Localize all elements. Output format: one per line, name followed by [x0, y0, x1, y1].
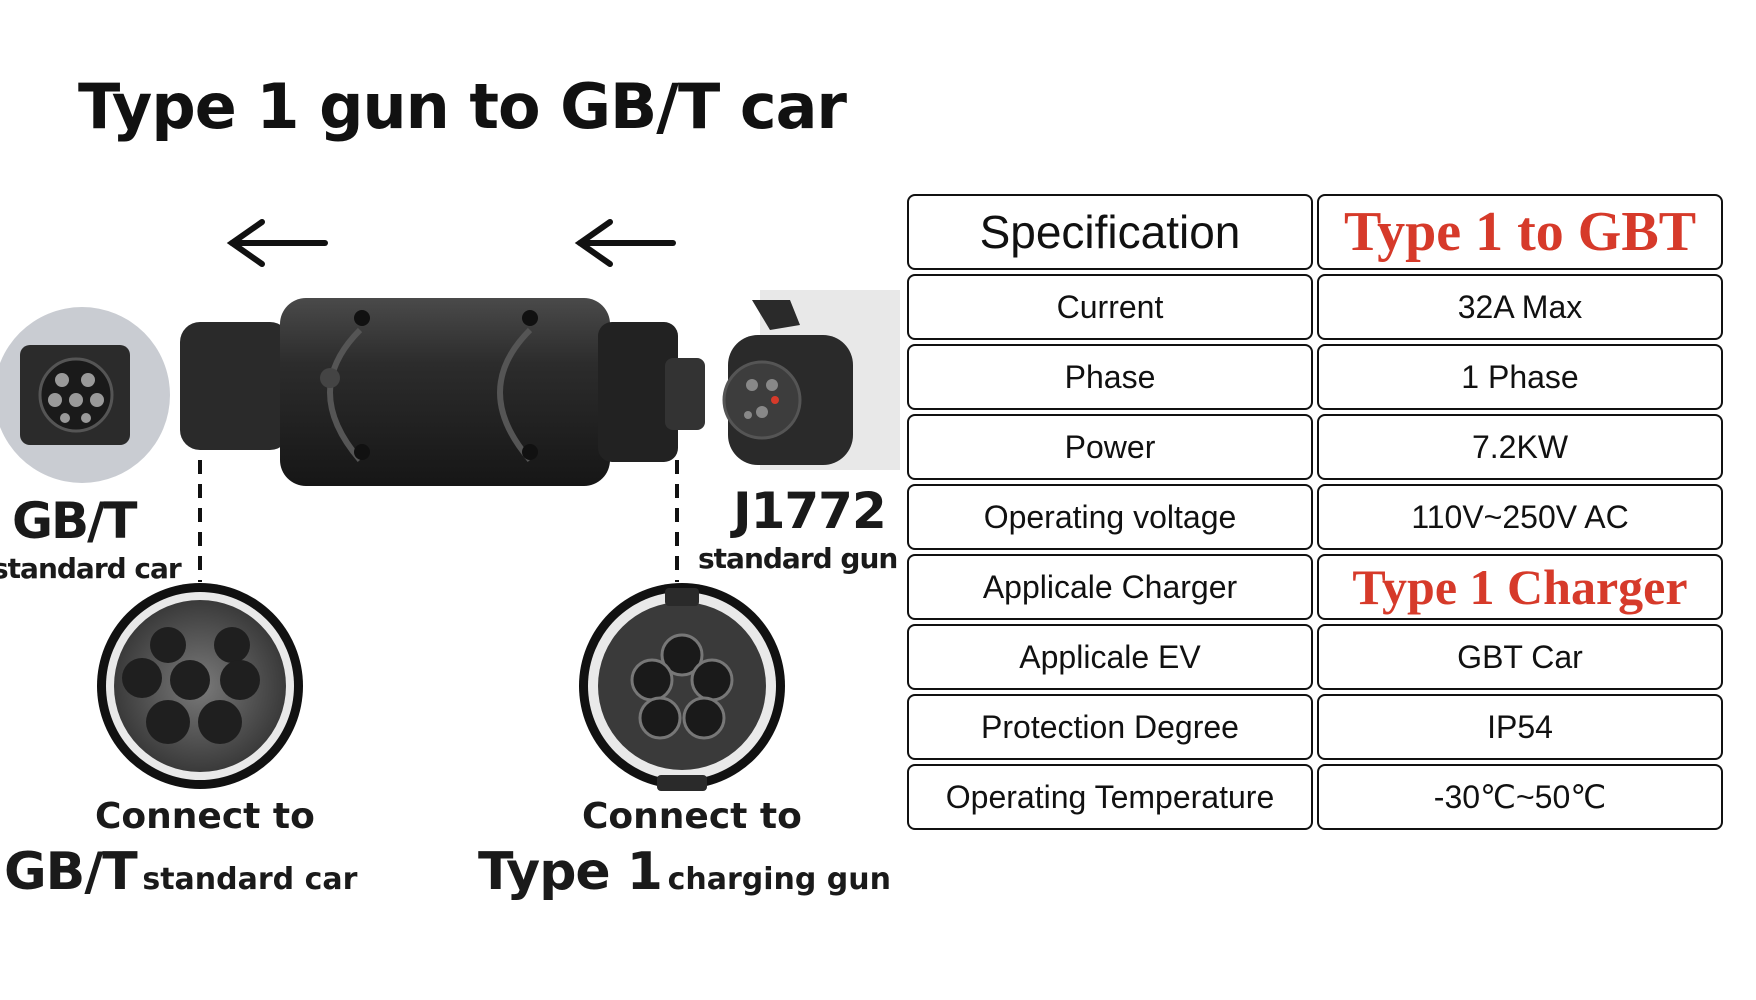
connect-left-line2: GB/T standard car — [4, 842, 357, 902]
spec-header-row: Specification Type 1 to GBT — [907, 194, 1723, 270]
spec-key: Applicale EV — [907, 624, 1313, 690]
adapter-body — [180, 298, 705, 486]
spec-value: 1 Phase — [1317, 344, 1723, 410]
type1-plug-face-image — [579, 583, 785, 791]
connect-left-line1: Connect to — [95, 796, 315, 837]
spec-header-key: Specification — [907, 194, 1313, 270]
spec-key: Operating Temperature — [907, 764, 1313, 830]
arrow-left-icon — [226, 219, 328, 267]
connect-left-small: standard car — [142, 862, 358, 897]
gbt-plug-face-image — [97, 583, 303, 789]
spec-value: GBT Car — [1317, 624, 1723, 690]
j1772-gun-image — [722, 290, 900, 470]
gbt-label: GB/T — [12, 492, 138, 550]
connect-right-line2: Type 1 charging gun — [478, 842, 891, 902]
spec-value: IP54 — [1317, 694, 1723, 760]
table-row: Protection Degree IP54 — [907, 694, 1723, 760]
table-row: Operating voltage 110V~250V AC — [907, 484, 1723, 550]
spec-value: -30℃~50℃ — [1317, 764, 1723, 830]
table-row: Phase 1 Phase — [907, 344, 1723, 410]
spec-value: Type 1 Charger — [1317, 554, 1723, 620]
spec-table: Specification Type 1 to GBT Current 32A … — [903, 190, 1727, 834]
spec-value: 7.2KW — [1317, 414, 1723, 480]
j1772-label: J1772 — [733, 482, 887, 540]
spec-key: Operating voltage — [907, 484, 1313, 550]
connect-left-big: GB/T — [4, 842, 138, 902]
spec-key: Power — [907, 414, 1313, 480]
table-row: Power 7.2KW — [907, 414, 1723, 480]
connect-right-line1: Connect to — [582, 796, 802, 837]
arrow-left-icon — [574, 219, 676, 267]
table-row: Applicale EV GBT Car — [907, 624, 1723, 690]
page-title: Type 1 gun to GB/T car — [78, 70, 847, 143]
gbt-sublabel: standard car — [0, 552, 182, 585]
table-row: Current 32A Max — [907, 274, 1723, 340]
spec-key: Protection Degree — [907, 694, 1313, 760]
j1772-sublabel: standard gun — [698, 542, 898, 575]
spec-value: 110V~250V AC — [1317, 484, 1723, 550]
table-row: Applicale Charger Type 1 Charger — [907, 554, 1723, 620]
table-row: Operating Temperature -30℃~50℃ — [907, 764, 1723, 830]
spec-key: Phase — [907, 344, 1313, 410]
connect-right-small: charging gun — [667, 862, 891, 897]
spec-header-value: Type 1 to GBT — [1317, 194, 1723, 270]
spec-key: Current — [907, 274, 1313, 340]
gbt-car-socket-image — [0, 307, 170, 483]
adapter-illustration — [0, 219, 900, 791]
spec-value: 32A Max — [1317, 274, 1723, 340]
connect-right-big: Type 1 — [478, 842, 663, 902]
spec-key: Applicale Charger — [907, 554, 1313, 620]
